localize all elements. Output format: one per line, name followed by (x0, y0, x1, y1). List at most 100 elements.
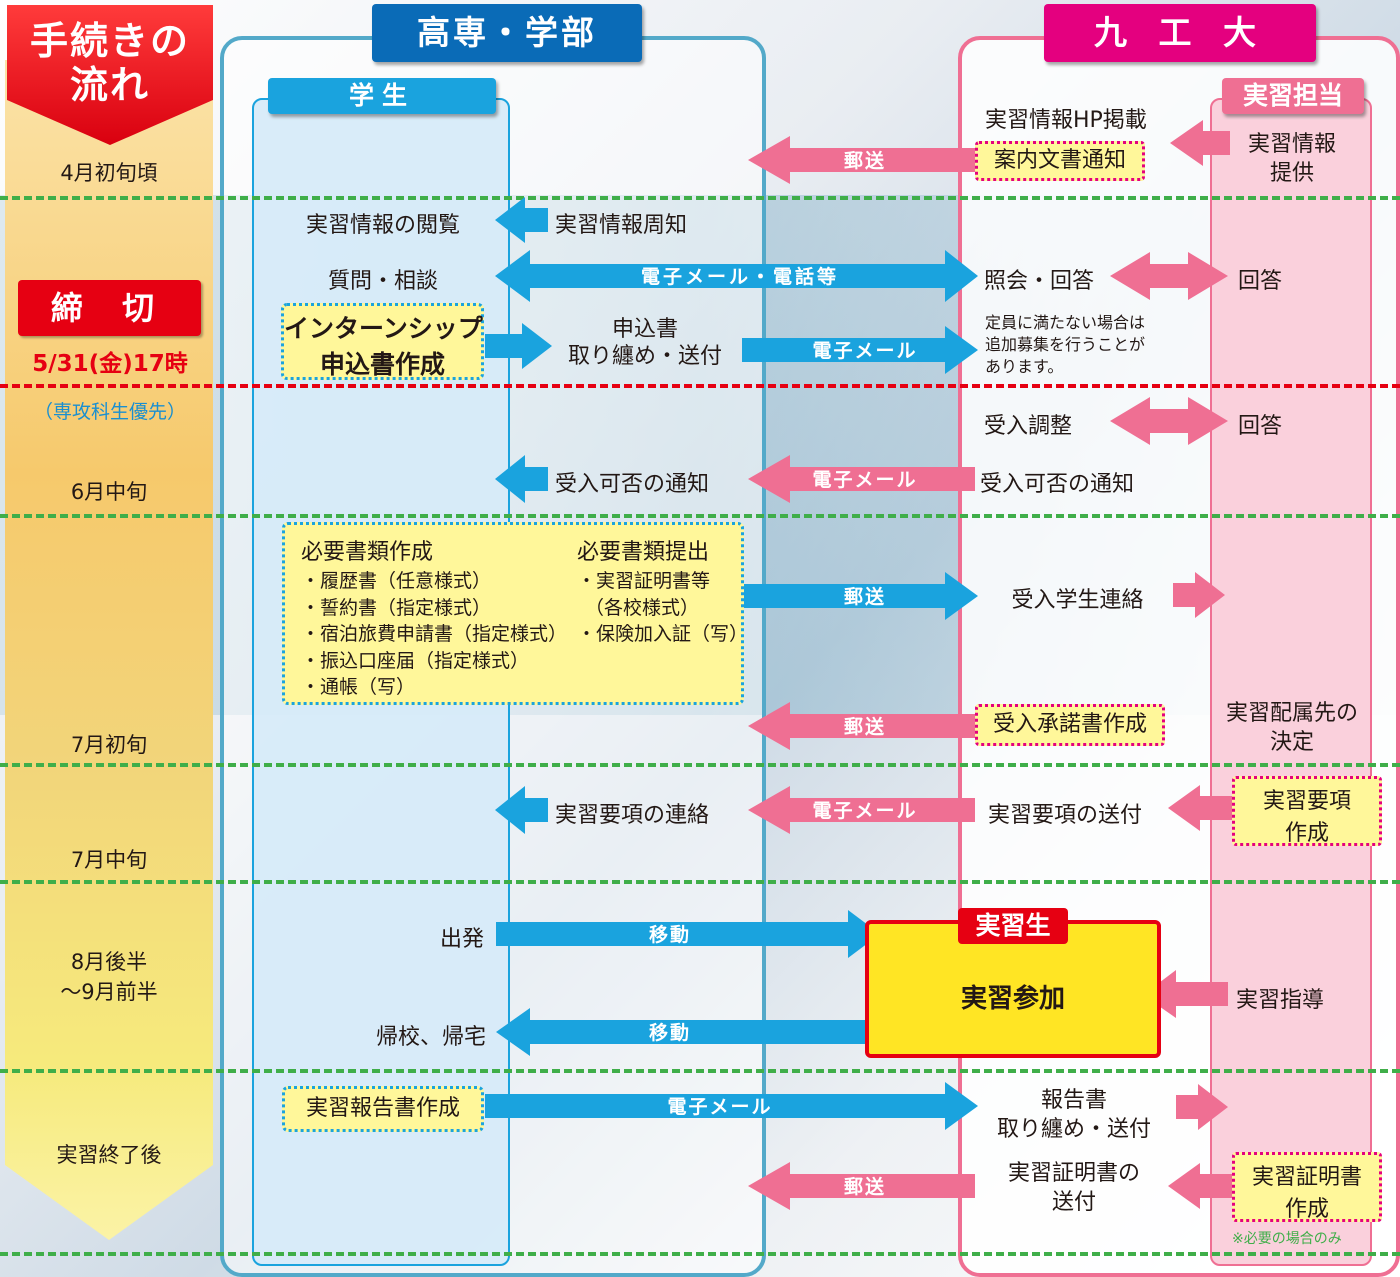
report-make-box: 実習報告書作成 (282, 1086, 484, 1132)
depart-text: 出発 (440, 927, 485, 952)
arrow-collect-right (742, 326, 978, 374)
deadline-note: （専攻科生優先） (33, 401, 186, 423)
deadline-badge: 締 切 (18, 280, 201, 336)
submit-item: ・実習証明書等 (577, 570, 711, 592)
arrow-report-email-right (485, 1082, 978, 1130)
label-mail-2: 郵送 (843, 586, 886, 608)
divider-1 (0, 196, 1400, 200)
flow-title: 手続きの 流れ (7, 5, 213, 145)
participate-text: 実習参加 (960, 984, 1065, 1014)
inquiry-text: 照会・回答 (984, 269, 1095, 294)
collect-line-2: 取り纏め・送付 (567, 344, 722, 369)
doc-item: ・通帳（写） (301, 676, 416, 698)
answer-2-text: 回答 (1238, 414, 1283, 439)
docs-submit-heading: 必要書類提出 (577, 540, 710, 565)
submit-item: ・保険加入証（写） (577, 623, 749, 645)
kosen-header: 高専・学部 (372, 4, 642, 62)
deadline-divider (0, 384, 1400, 388)
guide-send-text: 実習要項の送付 (988, 803, 1143, 828)
cert-note: ※必要の場合のみ (1232, 1231, 1342, 1247)
arrow-report-right (1176, 1084, 1228, 1130)
guidance-text: 実習指導 (1236, 988, 1325, 1013)
label-move-2: 移動 (648, 1022, 691, 1044)
arrow-cert-make-left (1168, 1163, 1232, 1209)
cert-send-line-2: 送付 (1051, 1190, 1096, 1215)
answer-1-text: 回答 (1238, 269, 1283, 294)
submit-item: （各校様式） (585, 596, 700, 619)
docs-submit-list: ・実習証明書等 （各校様式） ・保険加入証（写） (577, 568, 748, 648)
staff-header: 実習担当 (1222, 78, 1364, 114)
label-email-2: 電子メール (812, 469, 918, 491)
accept-doc-box: 受入承諾書作成 (975, 704, 1165, 746)
phase-july-early: 7月初旬 (70, 733, 148, 757)
info-provide-2: 提供 (1269, 161, 1314, 186)
return-text: 帰校、帰宅 (375, 1025, 486, 1050)
arrow-cert-left (748, 1162, 975, 1210)
question-text: 質問・相談 (327, 269, 438, 294)
cert-make-box: 実習証明書 作成 (1232, 1152, 1382, 1222)
participate-box (865, 920, 1161, 1058)
result-right-text: 受入可否の通知 (980, 472, 1135, 497)
student-header: 学生 (268, 78, 496, 114)
kyutech-header: 九 工 大 (1044, 4, 1316, 62)
arrow-inquiry-double (1110, 252, 1228, 300)
announce-info-text: 実習情報周知 (555, 213, 688, 238)
documents-box: 必要書類作成 必要書類提出 ・履歴書（任意様式） ・誓約書（指定様式） ・宿泊旅… (282, 522, 748, 705)
divider-5 (0, 1069, 1400, 1073)
doc-item: ・履歴書（任意様式） (301, 570, 492, 592)
info-provide-1: 実習情報 (1247, 132, 1336, 157)
arrow-return-left (496, 1008, 880, 1056)
apply-line-1: インターンシップ (284, 314, 483, 343)
arrow-info-left (1170, 120, 1230, 166)
arrow-adjust-double (1110, 397, 1228, 445)
label-email-1: 電子メール (812, 340, 918, 362)
arrow-notice-left (748, 136, 975, 184)
timeline-arrow (5, 5, 213, 1240)
flow-title-line2: 流れ (69, 63, 150, 107)
guide-make-box: 実習要項 作成 (1232, 776, 1382, 846)
report-line-1: 報告書 (1040, 1088, 1107, 1113)
guide-make-line-1: 実習要項 (1262, 789, 1351, 814)
extra-recruit-note: 定員に満たない場合は 追加募集を行うことが あります。 (985, 312, 1145, 378)
hp-post-text: 実習情報HP掲載 (985, 108, 1147, 133)
result-left-text: 受入可否の通知 (555, 472, 710, 497)
arrow-guide-left (748, 786, 975, 834)
flow-title-line1: 手続きの (29, 19, 190, 63)
arrow-announce-left (495, 197, 548, 243)
label-email-3: 電子メール (812, 800, 918, 822)
cert-make-line-2: 作成 (1284, 1197, 1329, 1222)
label-email-phone: 電子メール・電話等 (640, 266, 839, 288)
divider-2 (0, 514, 1400, 518)
guide-contact-text: 実習要項の連絡 (555, 803, 710, 828)
arrow-result-left (748, 455, 975, 503)
docs-make-heading: 必要書類作成 (301, 540, 434, 565)
label-mail-4: 郵送 (843, 1176, 886, 1198)
divider-4 (0, 880, 1400, 884)
cert-make-line-1: 実習証明書 (1251, 1165, 1362, 1190)
phase-after: 実習終了後 (56, 1143, 162, 1167)
arrow-contact-right (1173, 572, 1225, 618)
notice-doc-box: 案内文書通知 (975, 141, 1145, 181)
deadline-date: 5/31(金)17時 (32, 351, 188, 377)
phase-july-mid: 7月中旬 (70, 848, 148, 872)
label-mail-3: 郵送 (843, 716, 886, 738)
doc-item: ・誓約書（指定様式） (301, 596, 492, 619)
docs-make-list: ・履歴書（任意様式） ・誓約書（指定様式） ・宿泊旅費申請書（指定様式） ・振込… (301, 568, 567, 701)
adjust-text: 受入調整 (984, 414, 1073, 439)
collect-line-1: 申込書 (611, 317, 678, 342)
apply-box: インターンシップ 申込書作成 (281, 303, 484, 380)
phase-september: ～9月前半 (60, 980, 158, 1004)
doc-item: ・振込口座届（指定様式） (301, 649, 530, 672)
divider-6 (0, 1252, 1400, 1256)
trainee-header: 実習生 (958, 908, 1068, 944)
phase-august: 8月後半 (70, 950, 148, 974)
extra-line-3: あります。 (985, 357, 1064, 376)
arrow-depart-right (496, 910, 880, 958)
divider-3 (0, 763, 1400, 767)
extra-line-1: 定員に満たない場合は (985, 313, 1146, 332)
phase-april: 4月初旬頃 (60, 161, 158, 185)
apply-line-2: 申込書作成 (319, 350, 445, 379)
label-move-1: 移動 (648, 924, 691, 946)
arrow-result-student-left (495, 455, 548, 503)
